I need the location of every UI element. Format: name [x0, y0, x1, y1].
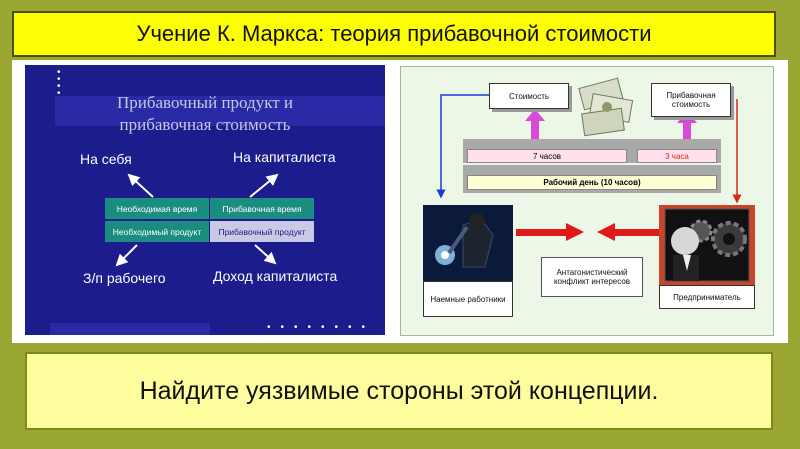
conflict-box: Антагонистический конфликт интересов: [541, 257, 643, 297]
workers-caption: Наемные работники: [423, 281, 513, 317]
left-heading: Прибавочный продукт и прибавочная стоимо…: [85, 92, 325, 136]
value-box: Стоимость: [489, 83, 569, 109]
cell-necessary-time: Необходимая время: [105, 198, 209, 219]
arrow-up-left-magenta: [525, 109, 545, 145]
cell-surplus-time: Прибавочная время: [210, 198, 314, 219]
arrow-up-left: [127, 173, 154, 198]
label-worker-wage: З/п рабочего: [83, 270, 166, 286]
arrow-up-right: [249, 173, 279, 198]
welder-icon: [423, 205, 513, 281]
left-diagram: •••• •••••••• Прибавочный продукт и приб…: [25, 65, 385, 335]
arrow-left-red: [597, 223, 663, 241]
label-for-capitalist: На капиталиста: [233, 149, 336, 165]
label-capitalist-income: Доход капиталиста: [213, 268, 338, 284]
banknotes-icon: [577, 77, 637, 139]
entrepreneur-caption: Предприниматель: [659, 285, 755, 309]
left-heading-line1: Прибавочный продукт и: [116, 93, 294, 112]
cell-necessary-product: Необходимый продукт: [105, 221, 209, 242]
footer-band: [50, 323, 210, 335]
left-arrows: [115, 173, 279, 267]
right-connectors: [436, 94, 742, 241]
hours-7-bar: 7 часов: [467, 149, 627, 163]
right-diagram: Стоимость Прибавочная стоимость 7 часов …: [400, 66, 774, 336]
cell-surplus-product: Прибавочный продукт: [210, 221, 314, 242]
arrow-down-right: [254, 244, 277, 265]
arrow-up-right-magenta: [677, 111, 697, 145]
blue-connector: [436, 94, 489, 199]
arrow-down-left: [115, 244, 138, 267]
slide-title: Учение К. Маркса: теория прибавочной сто…: [12, 11, 776, 57]
businessman-gears-icon: [659, 205, 755, 285]
workday-bar: Рабочий день (10 часов): [467, 175, 717, 190]
label-for-self: На себя: [80, 151, 132, 167]
decor-dots-vertical: ••••: [57, 67, 61, 99]
question-box: Найдите уязвимые стороны этой концепции.: [25, 352, 773, 430]
hours-3-bar: 3 часа: [637, 149, 717, 163]
arrow-right-red: [516, 223, 584, 241]
heading-band: [55, 96, 385, 126]
surplus-value-box: Прибавочная стоимость: [651, 83, 731, 117]
decor-dots-horizontal: ••••••••: [266, 322, 375, 333]
left-heading-line2: прибавочная стоимость: [119, 115, 291, 134]
